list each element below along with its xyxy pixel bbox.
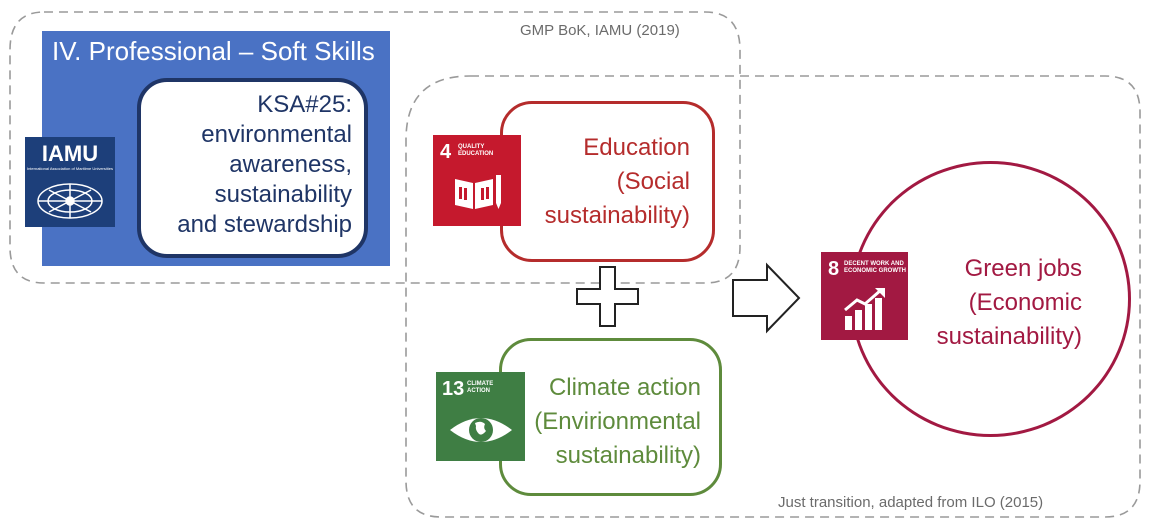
growth-chart-icon: [844, 288, 885, 330]
plus-sign: [576, 266, 639, 327]
sdg4-tile: 4 QUALITY EDUCATION: [433, 135, 521, 226]
ksa-line: awareness,: [229, 151, 352, 178]
compass-rose-icon: [37, 183, 103, 219]
sdg8-label: DECENT WORK AND ECONOMIC GROWTH: [844, 261, 906, 274]
ksa-box: KSA#25: environmental awareness, sustain…: [137, 78, 368, 258]
ksa-line: environmental: [201, 121, 352, 148]
economic-line: Green jobs: [964, 255, 1082, 282]
climate-line: Climate action: [548, 374, 701, 401]
education-line: (Social: [616, 168, 690, 195]
sdg8-number: 8: [828, 258, 840, 280]
source-label-bottom: Just transition, adapted from ILO (2015): [778, 494, 1044, 511]
source-label-top: GMP BoK, IAMU (2019): [520, 22, 680, 39]
economic-text: Green jobs (Economic sustainability): [900, 252, 1082, 354]
book-pencil-icon: [455, 175, 501, 209]
iamu-logo-text: IAMU: [42, 141, 98, 166]
iamu-logo-subtext: International Association of Maritime Un…: [27, 166, 113, 171]
sdg4-number: 4: [440, 141, 452, 163]
ksa-line: and stewardship: [177, 211, 352, 238]
climate-line: (Envirionmental: [534, 408, 701, 435]
ksa-line: sustainability: [214, 181, 352, 208]
climate-line: sustainability): [555, 442, 701, 469]
economic-line: (Economic: [968, 289, 1082, 316]
eye-globe-icon: [450, 418, 512, 442]
education-box: Education (Social sustainability): [500, 101, 715, 262]
iamu-logo: IAMU International Association of Mariti…: [25, 137, 115, 227]
iamu-panel-title: IV. Professional – Soft Skills: [52, 36, 375, 66]
ksa-line: KSA#25:: [257, 91, 352, 118]
economic-line: sustainability): [936, 323, 1082, 350]
sdg13-label: CLIMATE ACTION: [467, 381, 494, 394]
climate-box: Climate action (Envirionmental sustainab…: [499, 338, 722, 496]
sdg13-number: 13: [442, 378, 465, 400]
arrow-right-icon: [732, 262, 801, 334]
education-line: sustainability): [544, 202, 690, 229]
education-line: Education: [583, 134, 690, 161]
sdg4-label: QUALITY EDUCATION: [458, 144, 494, 157]
sdg13-tile: 13 CLIMATE ACTION: [436, 372, 525, 461]
sdg8-tile: 8 DECENT WORK AND ECONOMIC GROWTH: [821, 252, 908, 340]
top-dashed-frame: [9, 11, 741, 284]
